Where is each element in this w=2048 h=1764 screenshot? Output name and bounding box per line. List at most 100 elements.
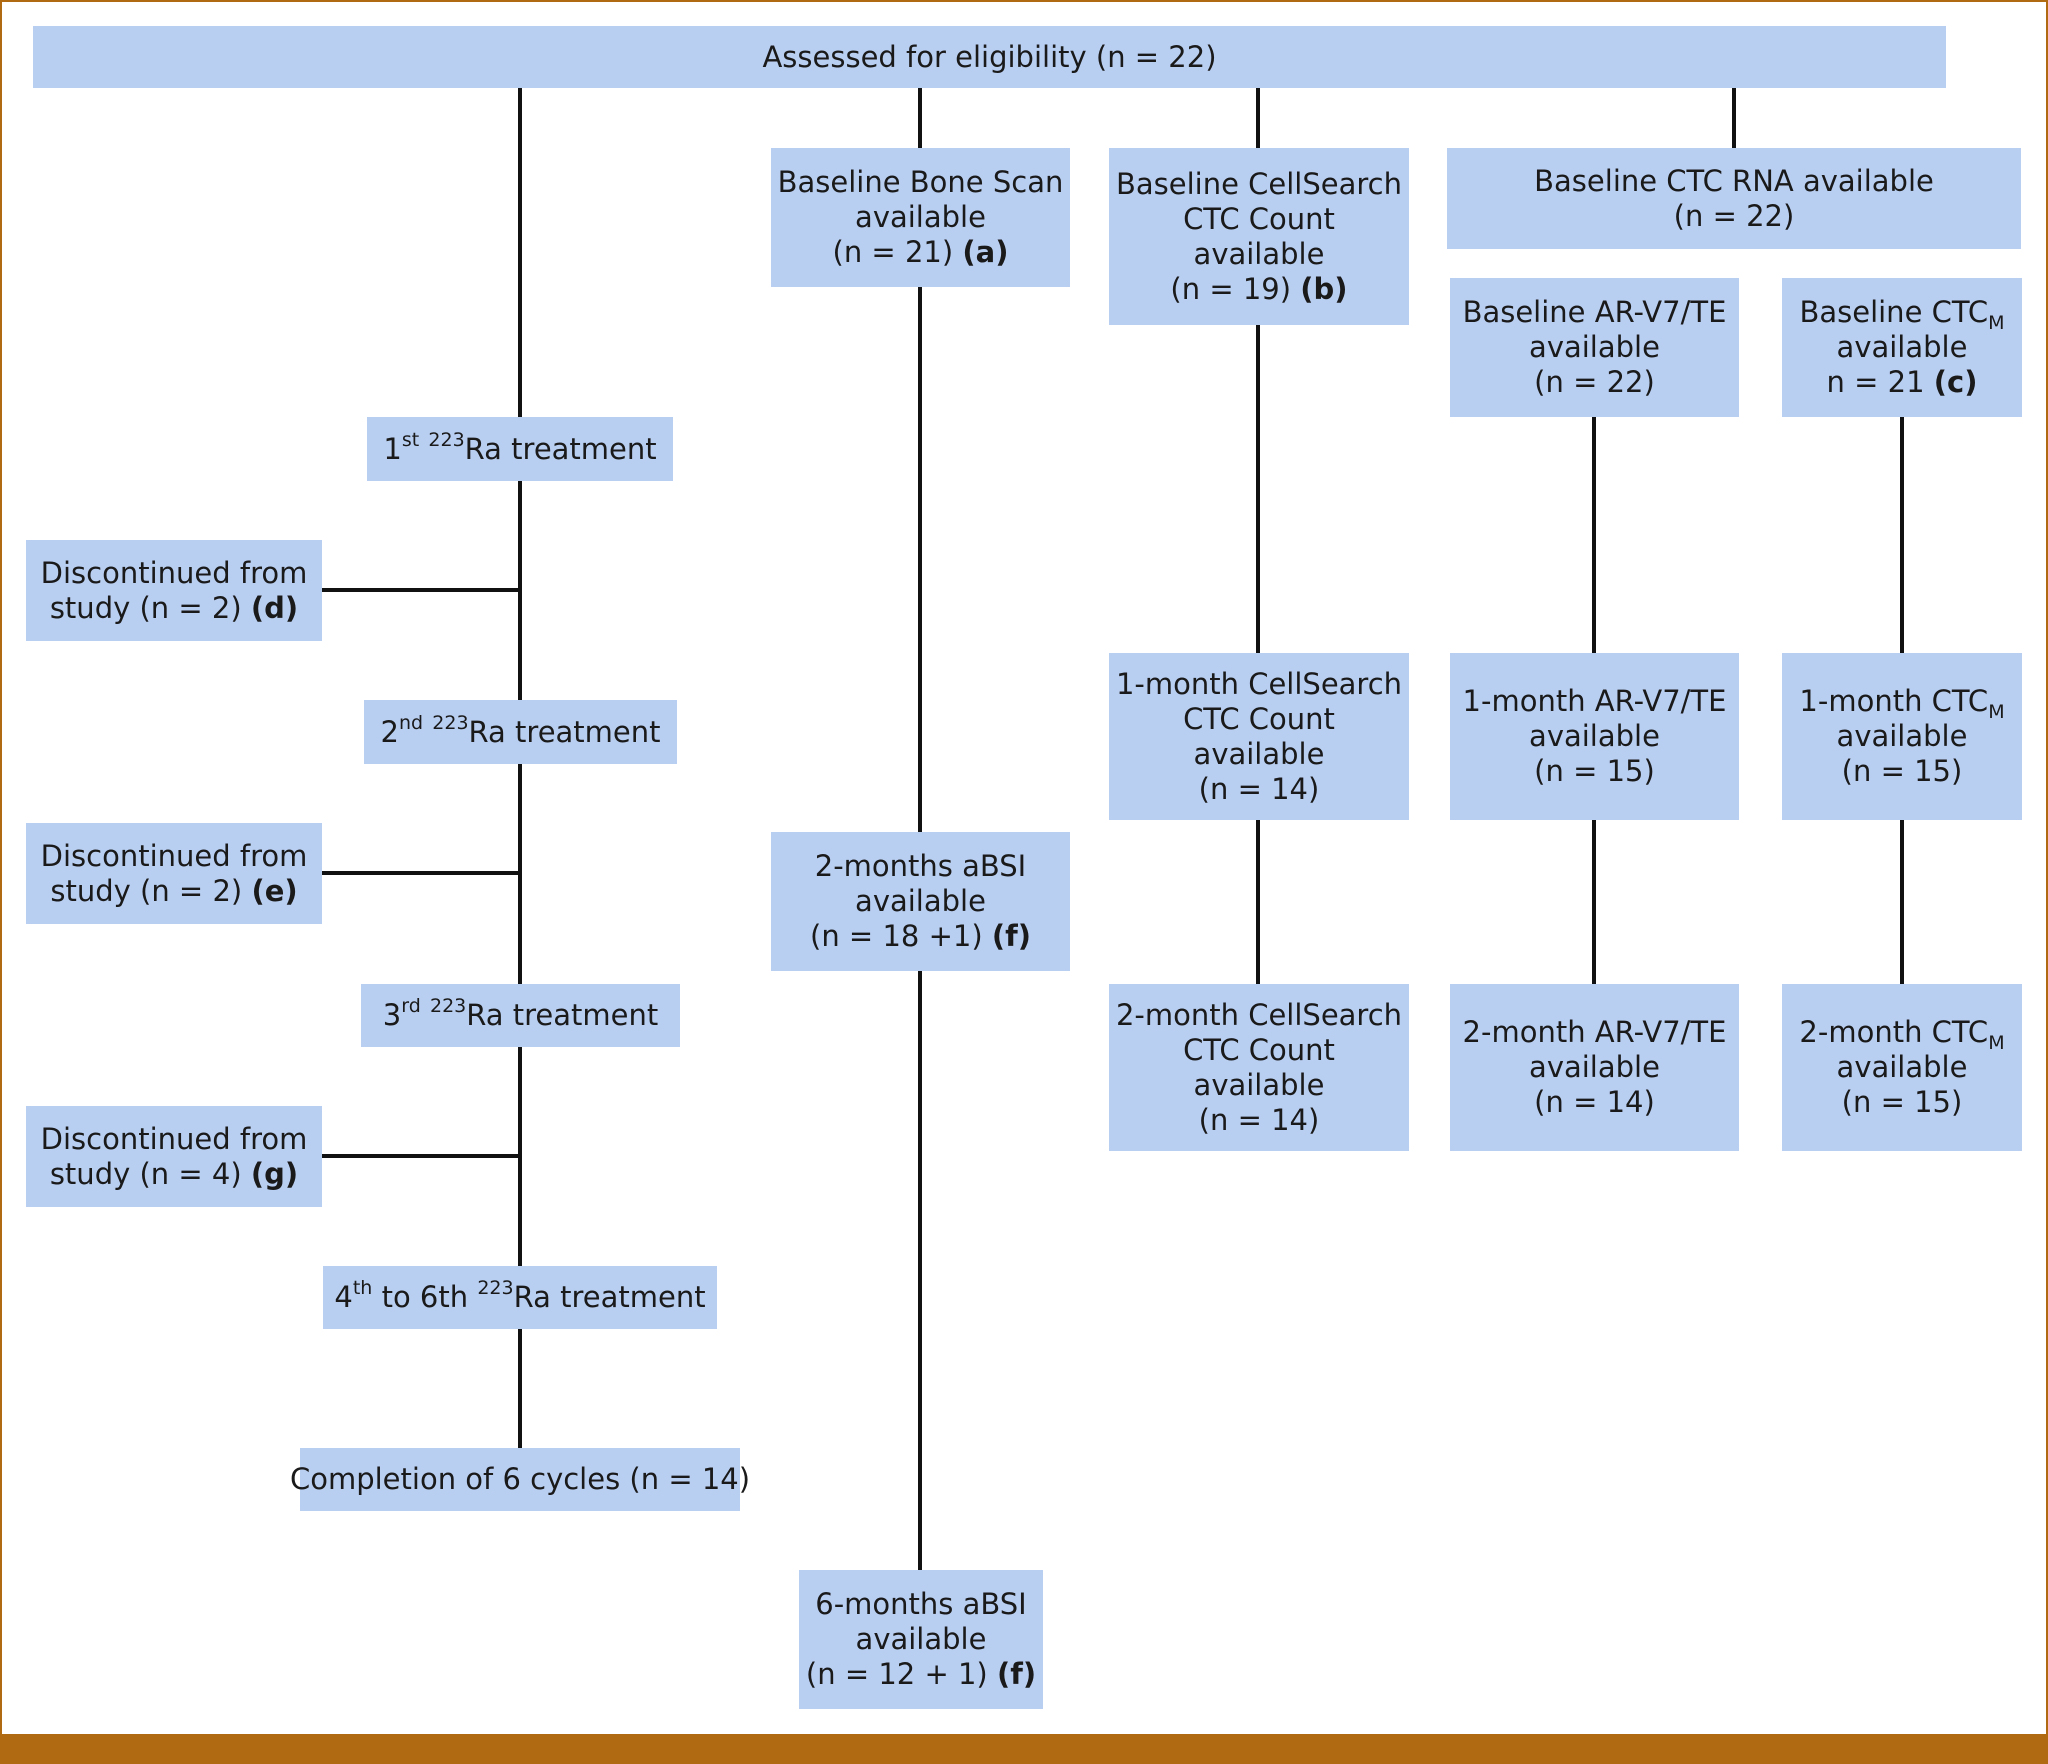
cellsearch-baseline-line2: CTC Count bbox=[1183, 201, 1335, 236]
absi-6m-line2: available bbox=[855, 1622, 987, 1656]
ctcm-baseline-sub: M bbox=[1988, 311, 2005, 334]
third-treatment-isotope: 223 bbox=[429, 995, 467, 1018]
absi-6m-line1: 6-months aBSI bbox=[815, 1587, 1027, 1621]
ctcm-baseline-note: (c) bbox=[1933, 365, 1978, 399]
cellsearch-2m-line1: 2-month CellSearch bbox=[1115, 997, 1403, 1032]
absi-2m-note: (f) bbox=[991, 919, 1031, 953]
third-treatment-suffix: rd bbox=[401, 995, 421, 1018]
ctcm-baseline-line1: Baseline CTC bbox=[1799, 295, 1989, 329]
two-month-ctcm-box: 2-month CTCM available (n = 15) bbox=[1782, 984, 2022, 1151]
one-month-cellsearch-box: 1-month CellSearch CTC Count available (… bbox=[1109, 653, 1409, 820]
fourth-treatment-suffix: th bbox=[352, 1277, 373, 1300]
fourth-treatment-middle: to 6th bbox=[381, 1280, 469, 1314]
ctcm-baseline-line2: available bbox=[1836, 330, 1968, 364]
frame-left-border bbox=[0, 0, 2, 1734]
baseline-cellsearch-box: Baseline CellSearch CTC Count available … bbox=[1109, 148, 1409, 325]
fourth-sixth-treatment-box: 4th to 6th 223Ra treatment bbox=[323, 1266, 717, 1329]
first-treatment-suffix: st bbox=[401, 428, 420, 451]
discontinued-3-line1: Discontinued from bbox=[40, 1121, 308, 1156]
discontinued-3-note: (g) bbox=[250, 1156, 299, 1191]
fourth-treatment-text: Ra treatment bbox=[513, 1280, 706, 1314]
eligibility-box: Assessed for eligibility (n = 22) bbox=[33, 26, 1946, 88]
ctcm-1m-sub: M bbox=[1988, 700, 2005, 723]
arv7-baseline-line3: (n = 22) bbox=[1534, 365, 1655, 399]
discontinued-1-line2: study (n = 2) bbox=[49, 590, 242, 625]
arv7-1m-line2: available bbox=[1529, 719, 1660, 753]
third-treatment-ordinal: 3 bbox=[382, 998, 402, 1032]
discontinued-2-note: (e) bbox=[251, 873, 298, 908]
discontinued-box-1: Discontinued from study (n = 2) (d) bbox=[26, 540, 322, 641]
one-month-ctcm-box: 1-month CTCM available (n = 15) bbox=[1782, 653, 2022, 820]
absi-2m-line2: available bbox=[855, 884, 986, 918]
discontinued-3-line2: study (n = 4) bbox=[49, 1156, 242, 1191]
arv7-baseline-line1: Baseline AR-V7/TE bbox=[1462, 295, 1727, 329]
discontinued-1-note: (d) bbox=[250, 590, 299, 625]
discontinued-2-line1: Discontinued from bbox=[40, 838, 308, 873]
cellsearch-2m-line2: CTC Count bbox=[1183, 1032, 1335, 1067]
discontinued-box-3: Discontinued from study (n = 4) (g) bbox=[26, 1106, 322, 1207]
ctcm-2m-line2: available bbox=[1836, 1050, 1968, 1084]
footer-bar bbox=[0, 1734, 2048, 1764]
arv7-2m-line1: 2-month AR-V7/TE bbox=[1462, 1015, 1727, 1049]
ctcm-2m-line3: (n = 15) bbox=[1841, 1085, 1963, 1119]
cellsearch-2m-line4: (n = 14) bbox=[1198, 1102, 1320, 1137]
completion-box: Completion of 6 cycles (n = 14) bbox=[290, 1448, 750, 1511]
two-month-cellsearch-box: 2-month CellSearch CTC Count available (… bbox=[1109, 984, 1409, 1151]
bone-scan-baseline-note: (a) bbox=[962, 235, 1009, 269]
completion-label: Completion of 6 cycles (n = 14) bbox=[289, 1462, 751, 1496]
arv7-baseline-line2: available bbox=[1529, 330, 1660, 364]
baseline-bone-scan-box: Baseline Bone Scan available (n = 21) (a… bbox=[771, 148, 1070, 287]
ctcm-2m-line1: 2-month CTC bbox=[1799, 1015, 1989, 1049]
arv7-1m-line1: 1-month AR-V7/TE bbox=[1462, 684, 1727, 718]
ctcm-baseline-line3: n = 21 bbox=[1826, 365, 1925, 399]
absi-2m-line3: (n = 18 +1) bbox=[810, 919, 983, 953]
first-treatment-box: 1st 223Ra treatment bbox=[367, 417, 673, 481]
cellsearch-1m-line1: 1-month CellSearch bbox=[1115, 666, 1403, 701]
absi-6m-note: (f) bbox=[996, 1657, 1037, 1691]
second-treatment-isotope: 223 bbox=[432, 711, 469, 734]
cellsearch-baseline-line3: available bbox=[1193, 236, 1325, 271]
cellsearch-1m-line3: available bbox=[1193, 736, 1325, 771]
second-treatment-text: Ra treatment bbox=[468, 714, 661, 749]
first-treatment-isotope: 223 bbox=[428, 428, 465, 451]
six-months-absi-box: 6-months aBSI available (n = 12 + 1) (f) bbox=[799, 1570, 1043, 1709]
one-month-arv7-box: 1-month AR-V7/TE available (n = 15) bbox=[1450, 653, 1739, 820]
third-treatment-text: Ra treatment bbox=[466, 998, 659, 1032]
cellsearch-baseline-line4: (n = 19) bbox=[1170, 271, 1292, 306]
two-months-absi-box: 2-months aBSI available (n = 18 +1) (f) bbox=[771, 832, 1070, 971]
bone-scan-baseline-line2: available bbox=[855, 200, 986, 234]
baseline-arv7-box: Baseline AR-V7/TE available (n = 22) bbox=[1450, 278, 1739, 417]
ctcm-1m-line2: available bbox=[1836, 719, 1968, 753]
two-month-arv7-box: 2-month AR-V7/TE available (n = 14) bbox=[1450, 984, 1739, 1151]
ctcm-1m-line1: 1-month CTC bbox=[1799, 684, 1989, 718]
discontinued-box-2: Discontinued from study (n = 2) (e) bbox=[26, 823, 322, 924]
first-treatment-text: Ra treatment bbox=[464, 431, 657, 466]
ctcm-2m-sub: M bbox=[1988, 1031, 2005, 1054]
cellsearch-1m-line4: (n = 14) bbox=[1198, 771, 1320, 806]
ctc-rna-line2: (n = 22) bbox=[1673, 198, 1795, 233]
second-treatment-ordinal: 2 bbox=[380, 714, 399, 749]
baseline-ctc-rna-box: Baseline CTC RNA available (n = 22) bbox=[1447, 148, 2021, 249]
fourth-treatment-ordinal: 4 bbox=[334, 1280, 353, 1314]
baseline-ctcm-box: Baseline CTCM available n = 21 (c) bbox=[1782, 278, 2022, 417]
third-treatment-box: 3rd 223Ra treatment bbox=[361, 984, 680, 1047]
discontinued-1-line1: Discontinued from bbox=[40, 555, 308, 590]
cellsearch-baseline-line1: Baseline CellSearch bbox=[1115, 166, 1402, 201]
absi-2m-line1: 2-months aBSI bbox=[814, 849, 1027, 883]
bone-scan-baseline-line1: Baseline Bone Scan bbox=[777, 165, 1064, 199]
bone-scan-baseline-line3: (n = 21) bbox=[832, 235, 954, 269]
ctcm-1m-line3: (n = 15) bbox=[1841, 754, 1963, 788]
arv7-2m-line3: (n = 14) bbox=[1534, 1085, 1655, 1119]
arv7-1m-line3: (n = 15) bbox=[1534, 754, 1655, 788]
cellsearch-1m-line2: CTC Count bbox=[1183, 701, 1335, 736]
frame-right-border bbox=[2046, 0, 2048, 1734]
discontinued-2-line2: study (n = 2) bbox=[50, 873, 243, 908]
second-treatment-suffix: nd bbox=[398, 711, 424, 734]
cellsearch-baseline-note: (b) bbox=[1300, 271, 1348, 306]
fourth-treatment-isotope: 223 bbox=[477, 1277, 514, 1300]
first-treatment-ordinal: 1 bbox=[383, 431, 402, 466]
second-treatment-box: 2nd 223Ra treatment bbox=[364, 700, 677, 764]
ctc-rna-line1: Baseline CTC RNA available bbox=[1534, 163, 1934, 198]
eligibility-label: Assessed for eligibility (n = 22) bbox=[762, 39, 1217, 74]
